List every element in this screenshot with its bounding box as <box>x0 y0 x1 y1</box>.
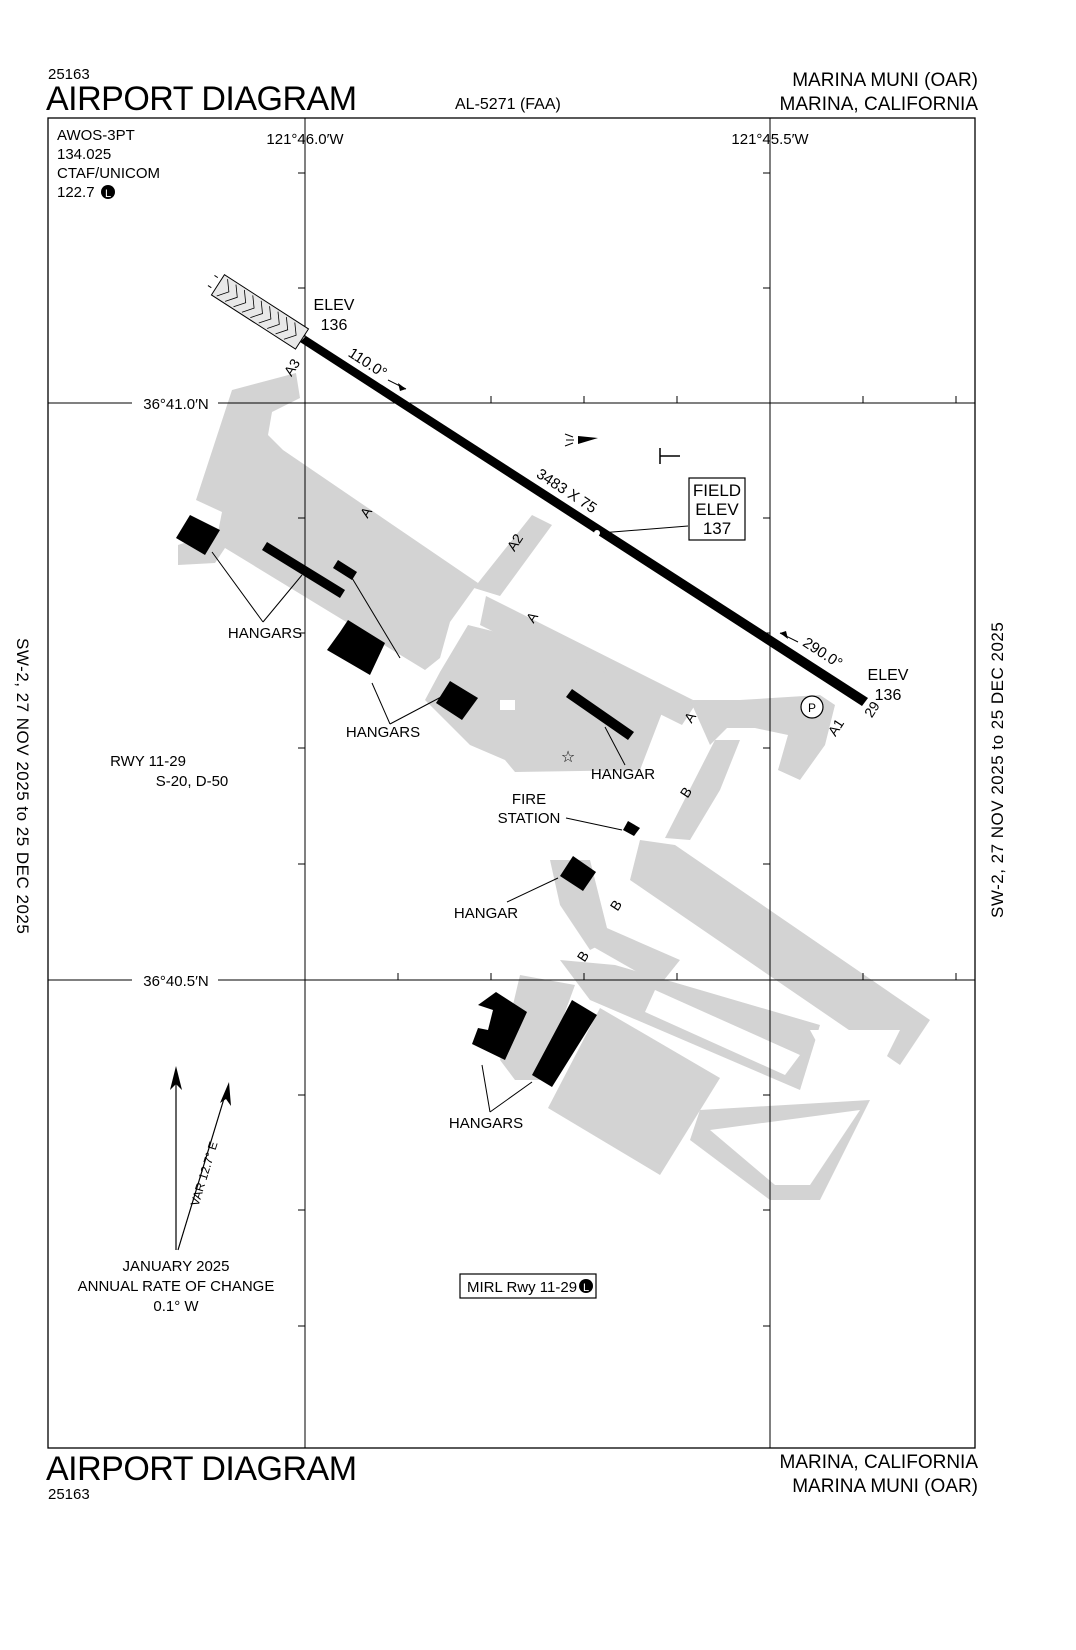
taxiway-b-north <box>665 740 740 840</box>
taxiway-a2-label: A2 <box>503 531 526 554</box>
hangar-west <box>176 515 220 555</box>
ramp-central <box>425 625 665 772</box>
elev-11-label: ELEV <box>314 297 355 314</box>
field-elev-line2: ELEV <box>695 500 739 519</box>
taxiway-a2 <box>474 515 552 596</box>
taxiway-a1 <box>690 695 835 780</box>
hangar-long-1 <box>262 542 345 598</box>
page-title: AIRPORT DIAGRAM <box>46 80 357 118</box>
ramp-south-a <box>630 840 930 1065</box>
hangar-label-1: HANGAR <box>591 766 655 783</box>
footer-city: MARINA, CALIFORNIA <box>779 1452 978 1473</box>
longitude-1: 121°46.0′W <box>266 131 344 148</box>
footer-procedure-id: 25163 <box>48 1486 90 1503</box>
magnetic-north-arrow-icon <box>220 1082 231 1106</box>
runway-strength: S-20, D-50 <box>156 773 229 790</box>
hangar-long-2 <box>566 689 634 740</box>
annual-rate-label: ANNUAL RATE OF CHANGE <box>78 1278 275 1295</box>
latitude-2: 36°40.5′N <box>143 973 209 990</box>
awos-label: AWOS-3PT <box>57 127 135 144</box>
fire-station-label-2: STATION <box>498 810 561 827</box>
airport-name: MARINA MUNI (OAR) <box>792 70 978 91</box>
hangars-label-3: HANGARS <box>449 1115 523 1132</box>
field-elev-line1: FIELD <box>693 481 741 500</box>
al-number: AL-5271 (FAA) <box>455 96 561 113</box>
procedure-id: 25163 <box>48 66 90 83</box>
ramp-south-e <box>548 1008 720 1175</box>
lighting-box-icon <box>579 1279 593 1293</box>
taxiway-a3-label: A3 <box>280 356 303 379</box>
fire-station-building <box>623 821 640 836</box>
awos-frequency: 134.025 <box>57 146 111 163</box>
taxiway-b-south <box>590 925 680 985</box>
wind-tee-icon <box>659 448 680 464</box>
taxiway-a1-label: A1 <box>824 716 847 739</box>
star-icon: ☆ <box>561 749 575 766</box>
elev-29-value: 136 <box>875 687 902 704</box>
hangar-south-2 <box>472 992 527 1060</box>
fire-station-label-1: FIRE <box>512 791 546 808</box>
pilot-controlled-lighting-icon <box>101 185 115 199</box>
hangar-south-1 <box>560 856 596 891</box>
ctaf-label: CTAF/UNICOM <box>57 165 160 182</box>
runway-end-29: 29 <box>861 698 883 720</box>
latitude-1: 36°41.0′N <box>143 396 209 413</box>
pavement-cutouts <box>500 700 900 1185</box>
magnetic-variation: VAR 12.7° E <box>188 1140 221 1208</box>
ramp-south-d <box>500 975 575 1080</box>
rotating-beacon-icon <box>564 433 598 447</box>
airport-city: MARINA, CALIFORNIA <box>779 94 978 115</box>
hangar-block-2 <box>436 681 478 720</box>
elev-11-value: 136 <box>321 317 348 334</box>
field-elevation-point <box>594 530 600 536</box>
longitude-2: 121°45.5′W <box>731 131 809 148</box>
elev-29-label: ELEV <box>868 667 909 684</box>
map-frame <box>47 117 976 1449</box>
lighting-symbol-1: L <box>105 188 111 200</box>
lighting-symbol-2: L <box>583 1282 589 1294</box>
leader-lines <box>211 551 626 1113</box>
hangar-south-3 <box>532 1000 597 1087</box>
ctaf-frequency: 122.7 <box>57 184 95 201</box>
footer-airport: MARINA MUNI (OAR) <box>792 1476 978 1497</box>
hangar-small-1 <box>333 560 357 580</box>
hangar-block-1 <box>327 620 385 675</box>
variation-date: JANUARY 2025 <box>122 1258 229 1275</box>
parking-symbol <box>800 695 824 719</box>
north-arrows <box>170 1066 231 1251</box>
taxiway-a-south <box>480 596 697 725</box>
field-elev-value: 137 <box>703 519 731 538</box>
runway-surface <box>300 336 868 706</box>
buildings <box>176 515 640 1087</box>
field-elevation-box <box>688 477 746 541</box>
true-north-arrow-icon <box>170 1066 182 1090</box>
overrun-area <box>210 274 310 350</box>
hangars-label-2: HANGARS <box>346 724 420 741</box>
annual-rate-value: 0.1° W <box>153 1298 199 1315</box>
taxiway-b-label-2: B <box>607 897 626 914</box>
lighting-box <box>459 1273 597 1299</box>
hangars-label-1: HANGARS <box>228 625 302 642</box>
ramp-west <box>178 373 478 670</box>
lighting-box-text: MIRL Rwy 11-29 <box>467 1279 577 1296</box>
ramp-south-b <box>550 860 610 950</box>
runway-designation: RWY 11-29 <box>110 753 186 770</box>
footer-title: AIRPORT DIAGRAM <box>46 1450 357 1488</box>
hangar-label-2: HANGAR <box>454 905 518 922</box>
parking-label: P <box>808 701 816 715</box>
runway-11-29 <box>207 274 868 706</box>
